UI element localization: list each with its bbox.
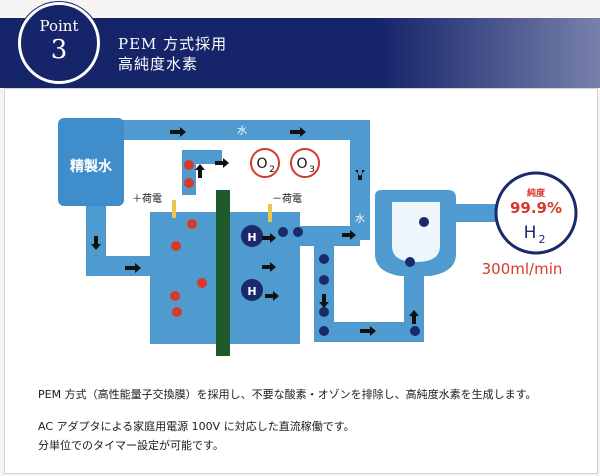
h2-sub: 2: [539, 233, 546, 246]
h-atom-2-label: H: [247, 285, 256, 298]
purity-value: 99.9%: [510, 199, 562, 217]
arrow-icon: [355, 170, 365, 180]
oxygen-dots: [170, 160, 207, 317]
hydrogen-dot: [278, 227, 288, 237]
oxygen-dot: [172, 307, 182, 317]
description-line-3: 分単位でのタイマー設定が可能です。: [38, 439, 224, 452]
oxygen-dot: [187, 219, 197, 229]
water-label-right: 水: [355, 213, 365, 225]
arrow-icon: [319, 294, 329, 308]
minus-electrode: [268, 204, 272, 222]
minus-charge-label: －荷電: [272, 193, 302, 205]
header-shade: [380, 18, 600, 88]
arrow-icon: [195, 164, 205, 178]
description-line-2: AC アダプタによる家庭用電源 100V に対応した直流稼働です。: [38, 420, 355, 433]
badge-word: Point: [39, 17, 79, 35]
pem-diagram: 精製水 ＋荷電 －荷電 純度 99.9% H 2 300ml/min 水 水 O…: [58, 118, 578, 356]
arrow-icon: [215, 158, 229, 168]
arrow-icon: [262, 233, 276, 243]
arrow-icon: [262, 262, 276, 272]
hydrogen-dot: [319, 326, 329, 336]
h2-main: H: [524, 223, 537, 243]
oxygen-dot: [170, 291, 180, 301]
plus-charge-label: ＋荷電: [132, 193, 162, 205]
badge-number: 3: [50, 35, 68, 65]
arrow-icon: [265, 291, 279, 301]
h-atom-1-label: H: [247, 231, 256, 244]
pipe-h2-out: [455, 204, 500, 222]
description-line-1: PEM 方式（高性能量子交換膜）を採用し、不要な酸素・オゾンを排除し、高純度水素…: [38, 388, 537, 401]
water-label-top: 水: [237, 125, 247, 137]
tank-label: 精製水: [70, 158, 113, 175]
h-atom-1: [241, 225, 263, 247]
arrow-icon: [290, 127, 306, 137]
h-atom-2: [241, 279, 263, 301]
arrow-icon: [125, 263, 141, 273]
arrow-icon: [91, 236, 101, 250]
o3-circle: [290, 148, 320, 178]
arrow-icon: [342, 230, 356, 240]
hydrogen-dot: [319, 307, 329, 317]
o3-main: O: [296, 156, 307, 172]
hydrogen-dot: [419, 217, 429, 227]
pipe-gas-vert: [182, 150, 196, 195]
arrow-icon: [409, 310, 419, 324]
plus-electrode: [172, 200, 176, 218]
hydrogen-dot: [319, 275, 329, 285]
hydrogen-dots: [278, 217, 429, 336]
o2-circle: [250, 148, 280, 178]
pipe-top: [100, 120, 370, 140]
flow-rate: 300ml/min: [482, 260, 563, 278]
o2-main: O: [256, 156, 267, 172]
hydrogen-dot: [410, 326, 420, 336]
hydrogen-dot: [405, 257, 415, 267]
pipe-left-down: [86, 200, 106, 270]
oxygen-dot: [171, 241, 181, 251]
header-title-line1: PEM 方式採用: [118, 35, 228, 53]
arrow-icon: [360, 326, 376, 336]
header-title: PEM 方式採用 高純度水素: [118, 34, 227, 74]
o3-sub: 3: [309, 165, 315, 175]
flow-arrows: [91, 127, 419, 336]
o2-sub: 2: [269, 165, 275, 175]
hydrogen-dot: [319, 254, 329, 264]
point-badge: Point 3: [18, 2, 100, 84]
pem-membrane: [216, 190, 230, 356]
arrow-icon: [170, 127, 186, 137]
purity-label: 純度: [527, 187, 546, 199]
header-title-line2: 高純度水素: [118, 55, 199, 73]
pipe-up: [404, 260, 424, 340]
oxygen-dot: [184, 160, 194, 170]
oxygen-dot: [184, 178, 194, 188]
oxygen-dot: [197, 278, 207, 288]
hydrogen-dot: [293, 227, 303, 237]
separator-inner: [392, 202, 440, 262]
purified-water-tank: [58, 118, 124, 206]
purity-circle: [494, 171, 578, 255]
